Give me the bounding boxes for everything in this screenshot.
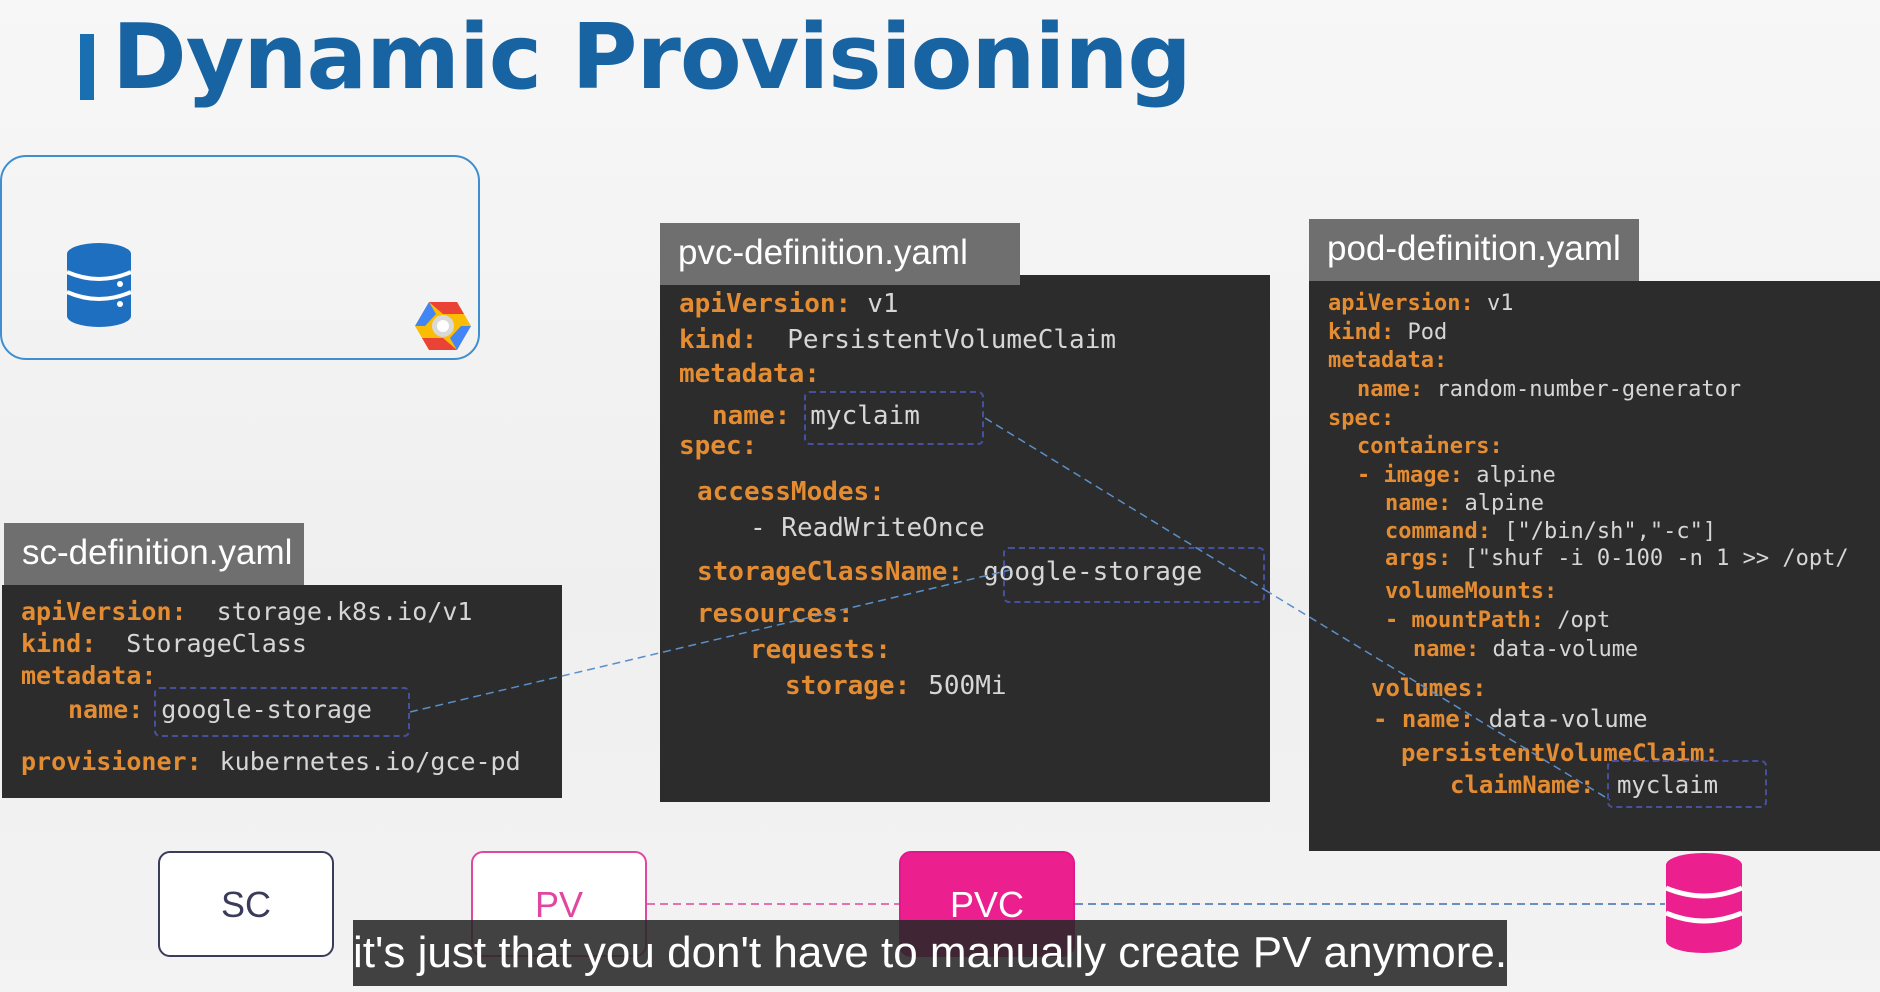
slide-title: Dynamic Provisioning [112,5,1192,110]
yaml-key: storage: [785,671,911,701]
yaml-value: myclaim [810,401,920,431]
yaml-value: myclaim [1616,771,1719,799]
yaml-key: kind: [1328,320,1395,345]
yaml-key: - mountPath: [1385,608,1544,633]
yaml-value: - ReadWriteOnce [750,513,985,543]
yaml-value: v1 [867,289,899,319]
yaml-key: spec: [1328,406,1395,431]
yaml-value: google-storage [161,695,372,724]
pod-definition-code: apiVersion: v1 kind: Pod metadata: name:… [1309,281,1880,851]
yaml-value: ["shuf -i 0-100 -n 1 >> /opt/ [1464,546,1849,571]
storageclass-name-highlight [154,687,410,737]
yaml-value: alpine [1476,463,1556,488]
yaml-key: name: [1385,491,1452,516]
yaml-key: metadata: [679,359,820,389]
yaml-key: storageClassName: [697,557,964,587]
yaml-value: storage.k8s.io/v1 [216,597,473,626]
yaml-key: metadata: [21,661,157,690]
yaml-key: name: [712,401,791,431]
yaml-key: volumeMounts: [1385,579,1558,604]
video-subtitle: it's just that you don't have to manuall… [353,920,1507,986]
yaml-key: name: [68,695,144,724]
yaml-value: alpine [1464,491,1544,516]
yaml-key: command: [1385,519,1491,544]
yaml-key: name: [1357,377,1424,402]
yaml-key: metadata: [1328,348,1448,373]
yaml-key: provisioner: [21,747,202,776]
yaml-value: random-number-generator [1436,377,1742,402]
sc-definition-code: apiVersion: storage.k8s.io/v1 kind: Storag… [2,585,562,798]
sc-definition-tab: sc-definition.yaml [4,523,304,585]
yaml-key: apiVersion: [1328,291,1474,316]
google-cloud-icon [415,300,471,357]
yaml-key: kind: [21,629,97,658]
yaml-value: PersistentVolumeClaim [787,325,1117,355]
pvc-definition-code: apiVersion: v1 kind: PersistentVolumeClaim… [660,275,1270,802]
storageclass-node: SC [158,851,334,957]
cloud-provider-box [0,155,480,360]
yaml-key: - image: [1357,463,1463,488]
yaml-key: name: [1413,637,1480,662]
yaml-key: args: [1385,546,1452,571]
yaml-key: resources: [697,599,854,629]
storageclassname-highlight [1003,547,1265,603]
yaml-key: volumes: [1371,674,1487,702]
yaml-key: kind: [679,325,758,355]
yaml-value: data-volume [1492,637,1639,662]
title-accent-bar [80,34,94,100]
yaml-value: Pod [1407,320,1448,345]
yaml-key: apiVersion: [679,289,852,319]
database-icon [66,242,132,333]
yaml-value: data-volume [1488,705,1648,733]
yaml-key: requests: [750,635,891,665]
yaml-value: kubernetes.io/gce-pd [219,747,521,776]
yaml-value: /opt [1557,608,1611,633]
yaml-value: ["/bin/sh","-c"] [1504,519,1717,544]
yaml-key: containers: [1357,434,1503,459]
pvc-name-highlight [804,391,984,445]
yaml-key: spec: [679,431,758,461]
yaml-value: StorageClass [126,629,307,658]
pvc-definition-tab: pvc-definition.yaml [660,223,1020,285]
yaml-value: v1 [1486,291,1514,316]
yaml-key: claimName: [1450,771,1595,799]
database-icon [1665,852,1743,959]
claimname-highlight [1607,760,1767,808]
yaml-key: apiVersion: [21,597,187,626]
yaml-key: accessModes: [697,477,885,507]
yaml-key: - name: [1373,705,1475,733]
yaml-value: 500Mi [928,671,1007,701]
pod-definition-tab: pod-definition.yaml [1309,219,1639,281]
